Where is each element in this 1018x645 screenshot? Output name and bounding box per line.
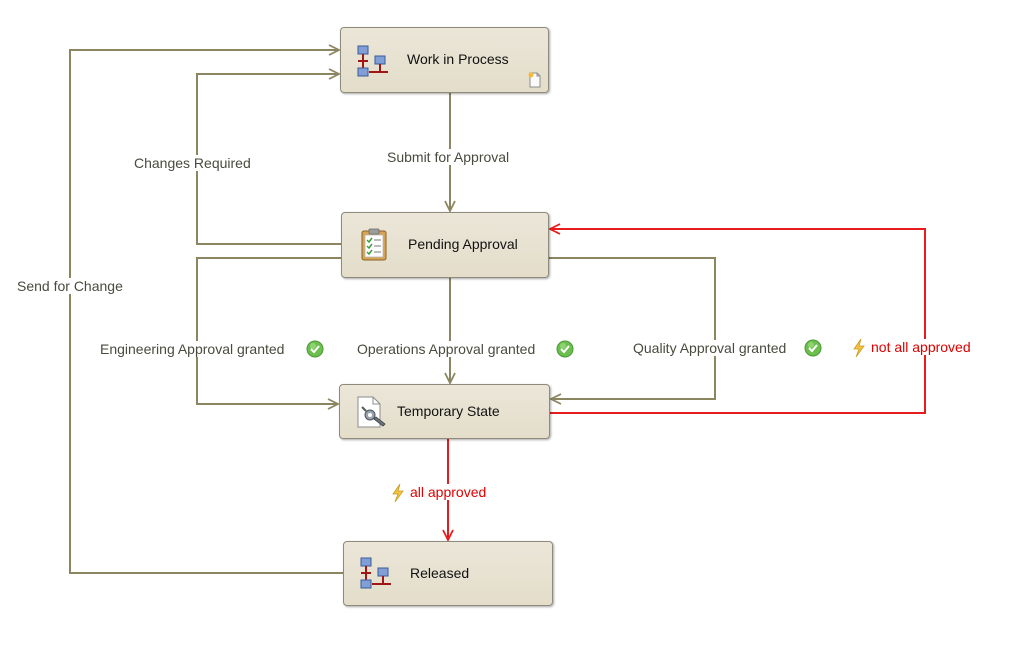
state-label: Released xyxy=(410,565,470,581)
label-not-all-approved[interactable]: not all approved xyxy=(870,339,972,355)
edge-not-all-approved[interactable] xyxy=(550,229,926,414)
label-send-for-change[interactable]: Send for Change xyxy=(16,278,124,294)
label-submit-for-approval[interactable]: Submit for Approval xyxy=(386,149,511,165)
state-work-in-process[interactable]: Work in Process xyxy=(340,27,549,93)
state-label: Temporary State xyxy=(397,403,500,419)
clipboard-checklist-icon xyxy=(361,228,387,261)
state-temporary-state[interactable]: Temporary State xyxy=(339,384,550,439)
check-icon xyxy=(556,340,574,358)
label-changes-required[interactable]: Changes Required xyxy=(133,155,252,171)
wrench-gear-icon xyxy=(357,396,386,428)
process-tree-icon xyxy=(360,557,391,589)
lightning-bolt-icon xyxy=(392,483,404,503)
state-label: Pending Approval xyxy=(408,236,518,252)
edge-send-for-change[interactable] xyxy=(69,50,343,574)
edge-engineering-approval[interactable] xyxy=(196,257,341,404)
check-icon xyxy=(804,339,822,357)
new-document-icon xyxy=(528,72,541,88)
state-pending-approval[interactable]: Pending Approval xyxy=(341,212,549,278)
state-released[interactable]: Released xyxy=(343,541,553,606)
label-all-approved[interactable]: all approved xyxy=(409,484,488,500)
state-label: Work in Process xyxy=(407,51,509,67)
label-engineering-approval[interactable]: Engineering Approval granted xyxy=(99,341,286,357)
edge-quality-approval[interactable] xyxy=(549,257,716,399)
process-tree-icon xyxy=(357,45,388,77)
lightning-bolt-icon xyxy=(853,338,865,358)
label-operations-approval[interactable]: Operations Approval granted xyxy=(356,341,537,357)
label-quality-approval[interactable]: Quality Approval granted xyxy=(632,340,788,356)
check-icon xyxy=(306,340,324,358)
